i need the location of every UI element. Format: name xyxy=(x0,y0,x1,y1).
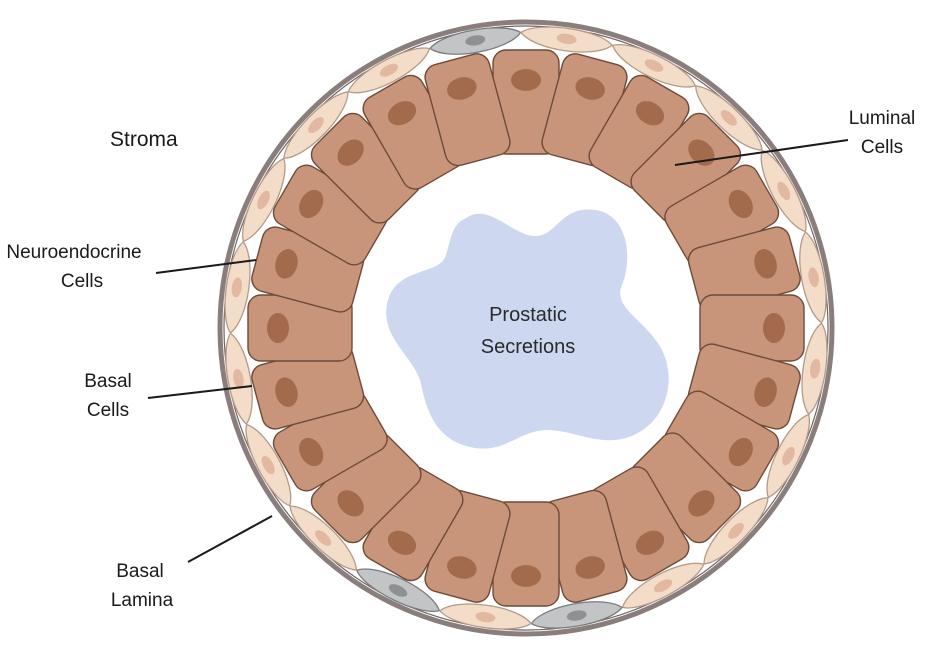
secretions-label-line1: Prostatic xyxy=(489,304,567,326)
basal-cells-label-line1: Basal xyxy=(84,371,132,392)
basal-lamina-label-line1: Basal xyxy=(116,561,164,582)
luminal-nucleus xyxy=(267,313,289,343)
basal-lamina-label-line2: Lamina xyxy=(111,590,174,611)
neuroendocrine-label-line2: Cells xyxy=(61,271,103,292)
luminal-cells-label-line1: Luminal xyxy=(849,108,916,129)
luminal-cells-label-line2: Cells xyxy=(861,137,903,158)
luminal-nucleus xyxy=(511,69,541,91)
neuroendocrine-label-line1: Neuroendocrine xyxy=(6,242,141,263)
luminal-nucleus xyxy=(763,313,785,343)
stroma-label: Stroma xyxy=(110,128,178,151)
luminal-nucleus xyxy=(511,565,541,587)
basal-lamina-leader-line xyxy=(188,516,272,562)
secretions-label-line2: Secretions xyxy=(481,336,576,358)
basal-cells-label-line2: Cells xyxy=(87,400,129,421)
